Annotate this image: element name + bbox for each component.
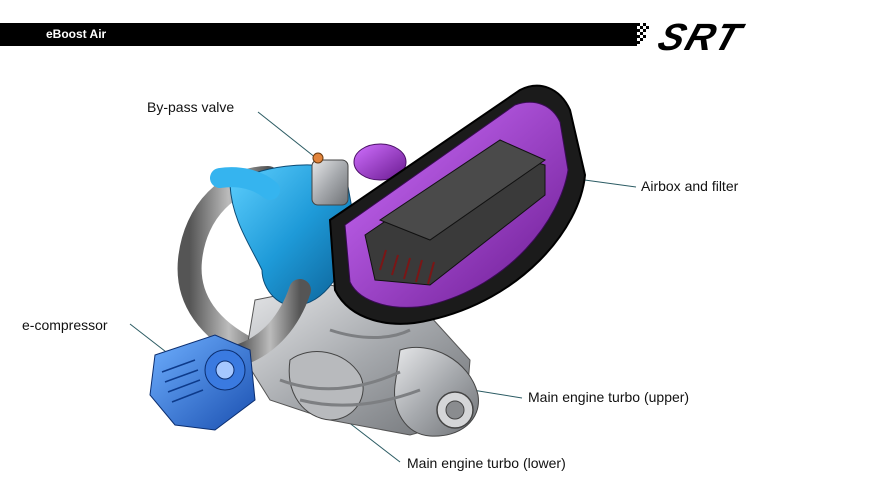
intake-pipe-blue	[210, 167, 280, 200]
label-airbox-filter: Airbox and filter	[641, 178, 739, 194]
leader-bypass-valve	[257, 111, 317, 159]
engine-tubes	[279, 328, 421, 407]
page-title: eBoost Air	[46, 27, 107, 41]
label-turbo-lower: Main engine turbo (lower)	[407, 455, 566, 471]
checker-flag-pattern	[637, 23, 649, 44]
filter-pleats	[379, 249, 435, 285]
srt-logo: SRT	[653, 18, 749, 54]
air-filter-top	[378, 139, 547, 241]
label-turbo-upper: Main engine turbo (upper)	[528, 389, 690, 405]
leader-turbo-lower	[342, 417, 401, 463]
label-bypass-valve: By-pass valve	[147, 99, 235, 115]
svg-text:SRT: SRT	[653, 18, 749, 54]
leader-ecompressor	[129, 323, 171, 356]
header-bar	[0, 23, 637, 46]
e-compressor-fins	[161, 359, 204, 403]
label-e-compressor: e-compressor	[22, 317, 108, 333]
purple-coupler	[353, 143, 407, 181]
bypass-valve	[311, 159, 349, 206]
